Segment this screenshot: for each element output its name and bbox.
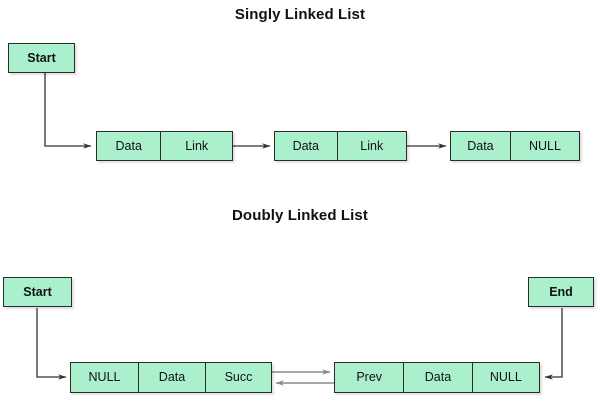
start-box-singly-label: Start xyxy=(27,50,56,65)
list-node: Data Link xyxy=(96,131,233,161)
start-box-doubly: Start xyxy=(3,277,72,307)
start-box-singly: Start xyxy=(8,43,75,73)
node-cell-data: Data xyxy=(403,363,471,392)
list-node: Data NULL xyxy=(450,131,580,161)
list-node: Data Link xyxy=(274,131,407,161)
list-node: Prev Data NULL xyxy=(334,362,540,393)
node-cell-null: NULL xyxy=(471,363,539,392)
node-cell-data: Data xyxy=(138,363,205,392)
page-title-singly-linked-list: Singly Linked List xyxy=(234,6,366,23)
list-node: NULL Data Succ xyxy=(70,362,272,393)
page-title-doubly-linked-list: Doubly Linked List xyxy=(232,207,368,224)
connector-start-to-node1 xyxy=(44,73,92,149)
node-cell-null: NULL xyxy=(509,132,579,160)
node-cell-prev: NULL xyxy=(88,370,121,385)
node-cell-data: Data xyxy=(467,138,494,153)
node-cell-link: Link xyxy=(160,132,232,160)
connector-dll-start-to-node1 xyxy=(36,308,67,380)
node-cell-data: Data xyxy=(292,138,319,153)
node-cell-data: Data xyxy=(115,138,142,153)
end-box-doubly-label: End xyxy=(549,284,573,299)
end-box-doubly: End xyxy=(528,277,594,307)
start-box-doubly-label: Start xyxy=(23,284,52,299)
node-cell-prev: Prev xyxy=(356,370,383,385)
node-cell-link: Link xyxy=(336,132,406,160)
connector-dll-end-to-node2 xyxy=(544,308,563,380)
node-cell-succ: Succ xyxy=(205,363,271,392)
